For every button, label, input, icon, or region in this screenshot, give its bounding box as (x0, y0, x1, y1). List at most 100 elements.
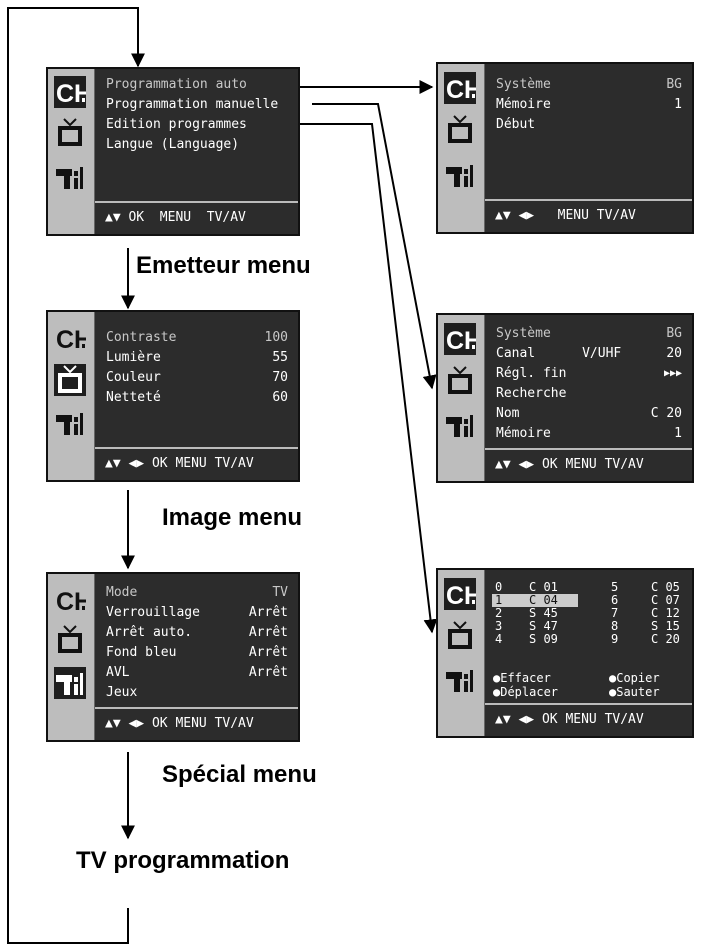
row-value: Arrêt (248, 605, 288, 620)
ch-icon[interactable]: CH (54, 76, 92, 108)
row-jeux[interactable]: Jeux (106, 684, 288, 701)
ch-icon[interactable]: CH (444, 323, 482, 355)
programme-channel: C 12 (651, 606, 680, 620)
ch-icon[interactable]: CH (54, 584, 92, 616)
special-tool-icon[interactable] (444, 409, 476, 441)
menu-footer: ▲▼ ◀▶ MENU TV/AV (485, 199, 692, 232)
row-value: Arrêt (248, 645, 288, 660)
action-effacer[interactable]: ●Effacer (493, 671, 551, 685)
row-label: Début (496, 117, 536, 132)
menu-sidebar: CH (48, 69, 95, 234)
programme-number: 6 (611, 593, 619, 607)
row-memoire[interactable]: Mémoire 1 (496, 425, 682, 442)
row-arret-auto[interactable]: Arrêt auto.Arrêt (106, 624, 288, 641)
row-label: Recherche (496, 386, 567, 401)
special-tool-icon[interactable] (444, 664, 476, 696)
programme-number: 4 (495, 632, 503, 646)
action-deplacer[interactable]: ●Déplacer (493, 685, 559, 699)
special-tool-icon[interactable] (54, 161, 86, 193)
menu-item-programmation-auto[interactable]: Programmation auto (106, 77, 247, 92)
caption-image-menu: Image menu (162, 504, 303, 531)
row-label: Canal V/UHF (496, 346, 622, 361)
ch-icon[interactable]: CH (444, 72, 482, 104)
row-label: Fond bleu (106, 645, 177, 660)
special-tool-icon[interactable] (444, 159, 476, 191)
row-value: BG (666, 326, 682, 341)
ch-icon[interactable]: CH (444, 578, 482, 610)
menu-footer: ▲▼ ◀▶ OK MENU TV/AV (485, 703, 692, 736)
programme-entry[interactable]: 6 C 07 (611, 593, 680, 607)
menu-footer: ▲▼ ◀▶ OK MENU TV/AV (95, 447, 298, 480)
row-systeme[interactable]: Système BG (496, 76, 682, 93)
ch-icon[interactable]: CH (54, 322, 92, 354)
tv-picture-icon[interactable] (54, 364, 86, 396)
row-label: AVL (106, 665, 130, 680)
row-value: BG (666, 77, 682, 92)
menu-sidebar: CH (48, 574, 95, 740)
row-debut[interactable]: Début (496, 116, 682, 133)
row-label: Nom (496, 406, 520, 421)
programme-entry[interactable]: 4 S 09 (495, 632, 558, 646)
svg-text:CH: CH (56, 80, 86, 108)
row-canal[interactable]: Canal V/UHF 20 (496, 345, 682, 362)
row-label: Système (496, 77, 551, 92)
row-label: Arrêt auto. (106, 625, 193, 640)
tv-picture-icon[interactable] (54, 624, 86, 656)
programme-channel: S 09 (529, 632, 558, 646)
row-recherche[interactable]: Recherche (496, 385, 682, 402)
tv-picture-icon[interactable] (54, 117, 86, 149)
special-tool-icon[interactable] (54, 667, 86, 699)
row-value: 55 (272, 350, 288, 365)
row-value: 1 (674, 426, 682, 441)
programme-channel: C 04 (529, 593, 558, 607)
tv-picture-icon[interactable] (444, 620, 476, 652)
tv-picture-icon[interactable] (444, 114, 476, 146)
row-fond-bleu[interactable]: Fond bleu Arrêt (106, 644, 288, 661)
menu-item-langue[interactable]: Langue (Language) (106, 137, 240, 152)
row-regl-fin[interactable]: Régl. fin▶▶▶ (496, 365, 682, 382)
programme-channel: C 07 (651, 593, 680, 607)
programme-number: 5 (611, 580, 619, 594)
programme-number: 3 (495, 619, 503, 633)
row-value: TV (272, 585, 288, 600)
row-value: 20 (666, 346, 682, 361)
menu-item-programmation-manuelle[interactable]: Programmation manuelle (106, 97, 279, 112)
loop-arrow (7, 7, 145, 944)
action-copier[interactable]: ●Copier (609, 671, 660, 685)
menu-item-edition-programmes[interactable]: Edition programmes (106, 117, 247, 132)
menu-sidebar: CH (48, 312, 95, 480)
row-label: Mémoire (496, 426, 551, 441)
caption-special-menu: Spécial menu (162, 761, 317, 788)
programme-channel: S 15 (651, 619, 680, 633)
svg-text:CH: CH (446, 582, 476, 610)
action-sauter[interactable]: ●Sauter (609, 685, 660, 699)
tv-picture-icon[interactable] (444, 365, 476, 397)
special-tool-icon[interactable] (54, 407, 86, 439)
caption-emetteur-menu: Emetteur menu (136, 252, 311, 279)
svg-text:CH: CH (446, 76, 476, 104)
